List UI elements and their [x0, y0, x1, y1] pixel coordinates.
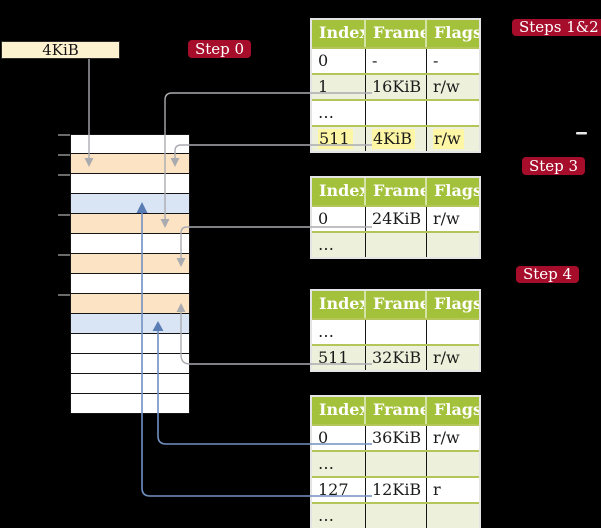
table-cell	[427, 233, 479, 257]
table-row: 511 4KiB r/w	[312, 125, 479, 151]
memory-frame-row	[70, 374, 190, 394]
table-cell: 32KiB	[366, 346, 427, 370]
memory-frame-row	[70, 194, 190, 214]
table-cell: 16KiB	[366, 75, 427, 99]
table-cell	[366, 320, 427, 344]
table-row: …	[312, 318, 479, 344]
table-cell: …	[312, 504, 366, 528]
memory-frame-row	[70, 294, 190, 314]
table-cell	[427, 504, 479, 528]
table-cell: r/w	[433, 348, 460, 367]
table-row: 0--	[312, 47, 479, 73]
table-cell	[366, 233, 427, 257]
table-row: …	[312, 450, 479, 476]
memory-frame-row	[70, 134, 190, 154]
step0-label: Step 0	[188, 40, 252, 58]
highlighted-value: 4KiB	[372, 129, 416, 149]
table-cell: 36KiB	[366, 426, 427, 450]
highlighted-value: r/w	[433, 129, 464, 149]
memory-frame-row	[70, 254, 190, 274]
highlighted-value: 511	[318, 129, 353, 149]
table-row: …	[312, 502, 479, 528]
table-cell: 12KiB	[366, 478, 427, 502]
table-cell	[427, 101, 479, 125]
table-cell	[427, 452, 479, 476]
table-cell: 127	[312, 478, 366, 502]
table-cell: …	[312, 101, 366, 125]
table-cell: …	[312, 233, 366, 257]
column-header-index: Index	[312, 291, 366, 318]
column-header-flags: Flags	[434, 23, 479, 42]
memory-frame-row	[70, 274, 190, 294]
table-cell: 24KiB	[366, 207, 427, 231]
table-cell: 0	[312, 207, 366, 231]
table-cell: 0	[312, 49, 366, 73]
column-header-frame: Frame	[366, 20, 427, 47]
table-cell: r	[433, 480, 441, 499]
white-dash	[576, 132, 587, 135]
table-cell: r/w	[433, 428, 460, 447]
table-cell: r/w	[427, 127, 479, 151]
table-cell	[366, 101, 427, 125]
table-cell: -	[366, 49, 427, 73]
table-row: …	[312, 231, 479, 257]
table-cell: r/w	[433, 77, 460, 96]
column-header-frame: Frame	[366, 397, 427, 424]
column-header-index: Index	[312, 397, 366, 424]
table-cell: 511	[312, 346, 366, 370]
memory-tick-marks	[58, 134, 70, 296]
table-cell: 1	[312, 75, 366, 99]
memory-frame-row	[70, 154, 190, 174]
column-header-index: Index	[312, 178, 366, 205]
frame-size-box: 4KiB	[1, 41, 120, 59]
column-header-index: Index	[312, 20, 366, 47]
step4-label: Step 4	[516, 266, 580, 283]
table-row: …	[312, 99, 479, 125]
memory-frame-row	[70, 334, 190, 354]
steps1-2-label: Steps 1&2	[512, 19, 601, 36]
table-cell: 511	[312, 127, 366, 151]
column-header-flags: Flags	[434, 400, 479, 419]
physical-memory-column	[70, 134, 190, 414]
table-cell	[427, 320, 479, 344]
column-header-frame: Frame	[366, 178, 427, 205]
table-cell: …	[312, 452, 366, 476]
table-cell: 0	[312, 426, 366, 450]
memory-frame-row	[70, 394, 190, 414]
memory-frame-row	[70, 314, 190, 334]
table-cell: r/w	[433, 209, 460, 228]
table-cell	[366, 452, 427, 476]
memory-frame-row	[70, 234, 190, 254]
table-cell	[366, 504, 427, 528]
table-cell: …	[312, 320, 366, 344]
memory-frame-row	[70, 354, 190, 374]
table-cell: 4KiB	[366, 127, 427, 151]
step3-label: Step 3	[522, 157, 586, 175]
table-cell: -	[433, 51, 439, 70]
column-header-flags: Flags	[434, 294, 479, 313]
memory-frame-row	[70, 214, 190, 234]
column-header-flags: Flags	[434, 181, 479, 200]
column-header-frame: Frame	[366, 291, 427, 318]
frame-size-label: 4KiB	[42, 41, 79, 59]
memory-frame-row	[70, 174, 190, 194]
